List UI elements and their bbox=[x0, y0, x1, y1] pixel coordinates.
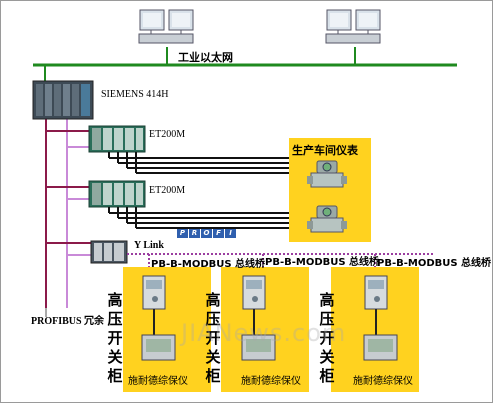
ethernet-label: 工业以太网 bbox=[178, 52, 233, 64]
et200m-label-2: ET200M bbox=[149, 185, 186, 196]
pb-modbus-label-1: PB-B-MODBUS 总线桥 bbox=[151, 259, 266, 270]
cabinet-footer-1: 施耐德综保仪 bbox=[128, 376, 188, 387]
pb-modbus-label-2: PB-B-MODBUS 总线桥 bbox=[265, 257, 380, 268]
profi-logo-letter: P bbox=[177, 229, 188, 238]
ylink-label: Y Link bbox=[134, 240, 164, 251]
et200m-rack-icon bbox=[88, 180, 146, 208]
instrument-area-title: 生产车间仪表 bbox=[292, 145, 358, 157]
cabinet-title-3: 高压开关柜 bbox=[319, 291, 335, 385]
pb-modbus-label-3: PB-B-MODBUS 总线桥 bbox=[377, 258, 492, 269]
workstation-icon bbox=[138, 9, 194, 44]
plc-rack-icon bbox=[32, 80, 94, 120]
workstation-icon bbox=[325, 9, 381, 44]
watermark: JIANews.com bbox=[181, 319, 347, 347]
profi-logo-letter: I bbox=[225, 229, 236, 238]
relay-device-icon bbox=[363, 275, 398, 361]
et200m-rack-icon bbox=[88, 125, 146, 153]
profi-logo-letter: R bbox=[189, 229, 200, 238]
cabinet-footer-2: 施耐德综保仪 bbox=[241, 376, 301, 387]
cabinet-title-2: 高压开关柜 bbox=[205, 291, 221, 385]
et200m-label-1: ET200M bbox=[149, 129, 186, 140]
relay-device-icon bbox=[141, 275, 176, 361]
flowmeter-icon bbox=[307, 160, 347, 188]
profi-logo-letter: F bbox=[213, 229, 224, 238]
profibus-redundant-label: PROFIBUS 冗余 bbox=[31, 316, 105, 327]
cabinet-box-1 bbox=[123, 267, 211, 392]
ylink-rack-icon bbox=[90, 240, 128, 264]
relay-device-icon bbox=[241, 275, 276, 361]
field-wiring bbox=[108, 152, 303, 229]
profi-logo-letter: O bbox=[201, 229, 212, 238]
flowmeter-icon bbox=[307, 205, 347, 233]
cabinet-footer-3: 施耐德综保仪 bbox=[353, 376, 413, 387]
cabinet-title-1: 高压开关柜 bbox=[107, 291, 123, 385]
plc-label: SIEMENS 414H bbox=[101, 89, 169, 100]
